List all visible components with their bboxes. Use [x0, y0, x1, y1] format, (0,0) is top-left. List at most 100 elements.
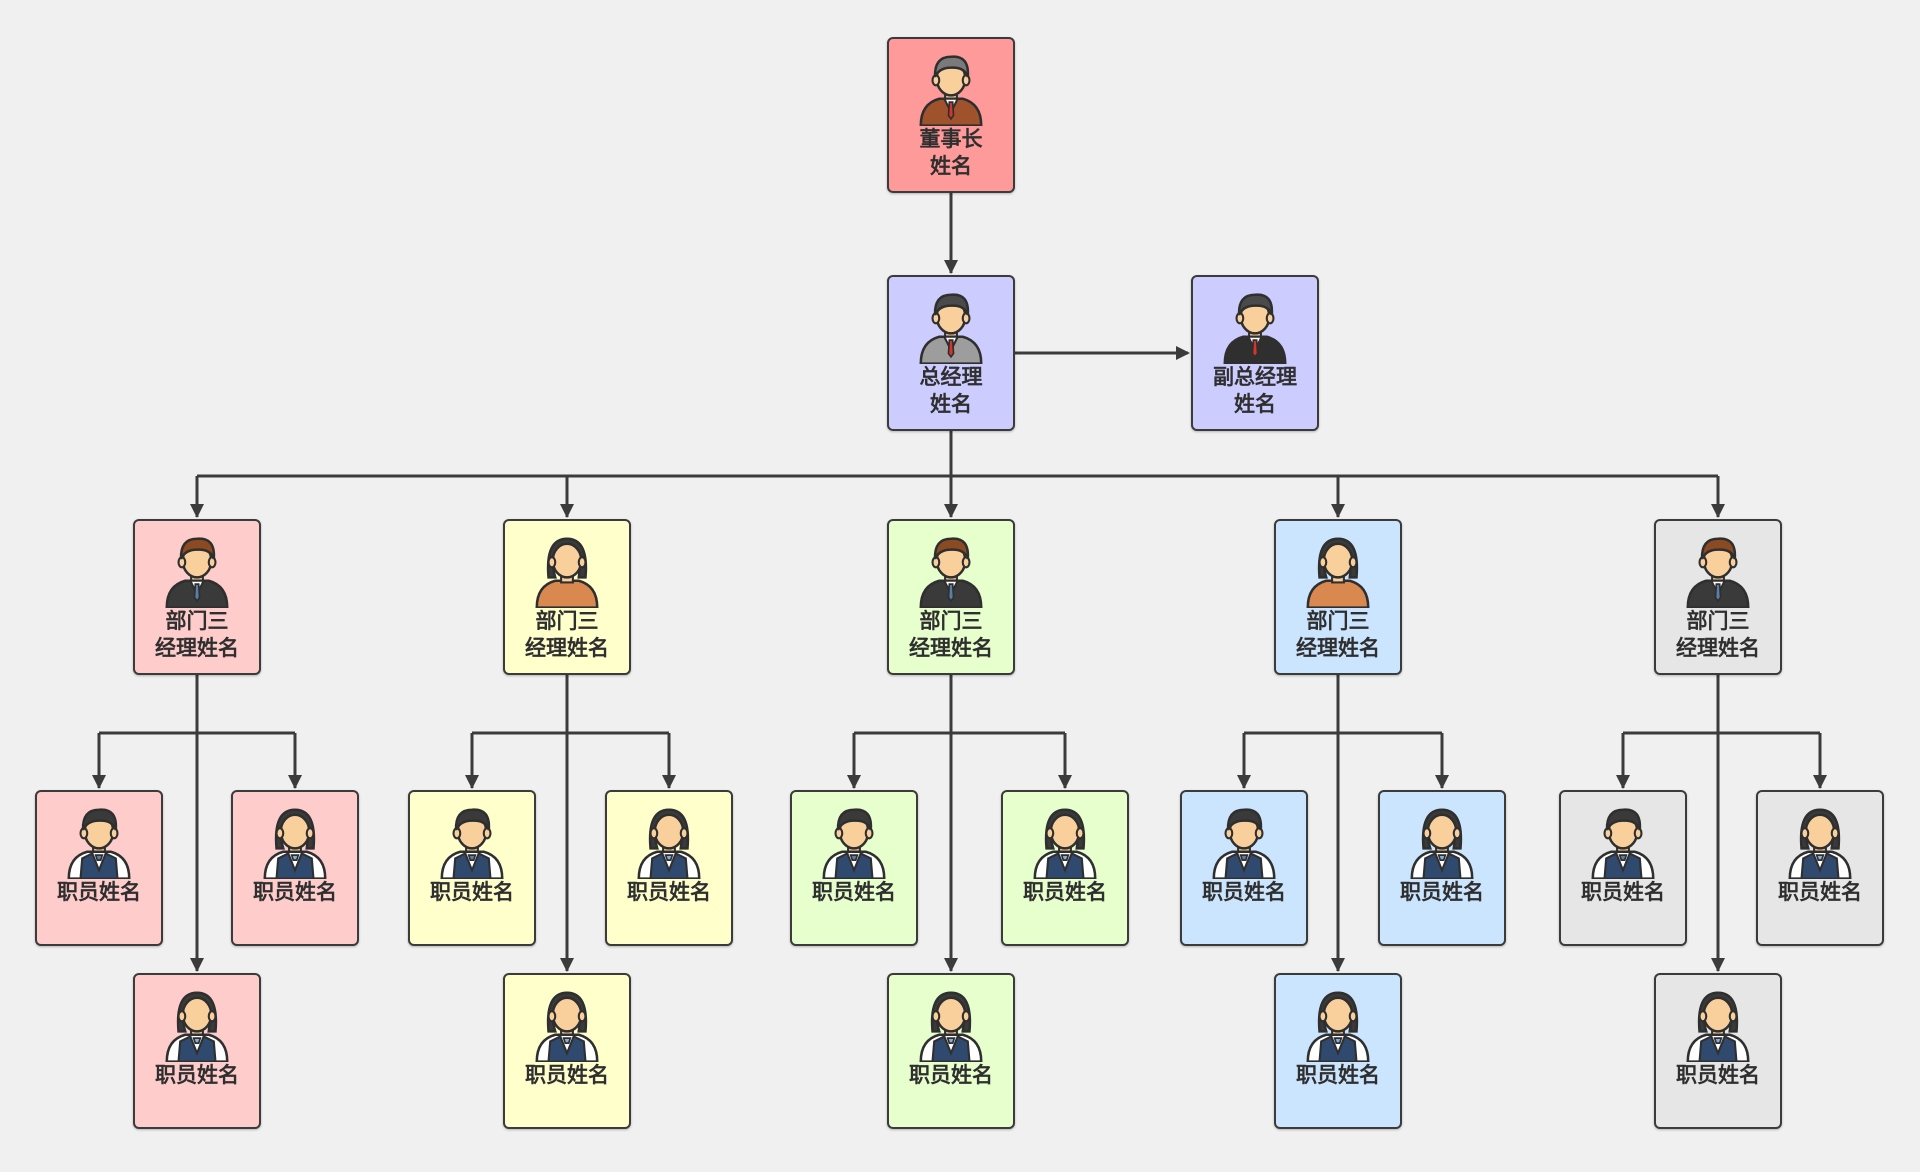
chairman-title: 董事长: [919, 126, 983, 151]
node-general-manager[interactable]: 总经理姓名: [887, 275, 1015, 431]
node-label: 职员姓名: [627, 879, 711, 906]
node-staff-1-right[interactable]: 职员姓名: [231, 790, 359, 946]
manager-name: 经理姓名: [909, 635, 993, 660]
dept-title: 部门三: [919, 608, 983, 633]
arrowhead: [944, 504, 958, 518]
gm-name: 姓名: [930, 391, 972, 416]
node-staff-2-right[interactable]: 职员姓名: [605, 790, 733, 946]
staff-man-icon: [1581, 798, 1665, 879]
staff-woman-icon: [253, 798, 337, 879]
node-staff-1-left[interactable]: 职员姓名: [35, 790, 163, 946]
node-department-1[interactable]: 部门三经理姓名: [133, 519, 261, 675]
staff-name: 职员姓名: [1202, 879, 1286, 904]
arrowhead: [560, 504, 574, 518]
staff-name: 职员姓名: [430, 879, 514, 904]
node-label: 职员姓名: [1400, 879, 1484, 906]
manager-avatar-woman-icon: [1296, 527, 1380, 608]
staff-woman-icon: [1023, 798, 1107, 879]
node-label: 职员姓名: [155, 1062, 239, 1089]
node-label: 职员姓名: [525, 1062, 609, 1089]
staff-woman-icon: [1296, 981, 1380, 1062]
node-label: 职员姓名: [1296, 1062, 1380, 1089]
vgm-title: 副总经理: [1213, 364, 1297, 389]
arrowhead: [1331, 958, 1345, 972]
staff-name: 职员姓名: [627, 879, 711, 904]
node-label: 职员姓名: [430, 879, 514, 906]
gm-title: 总经理: [919, 364, 983, 389]
staff-name: 职员姓名: [253, 879, 337, 904]
arrowhead: [190, 958, 204, 972]
arrowhead: [1237, 775, 1251, 789]
arrowhead: [465, 775, 479, 789]
node-staff-4-bottom[interactable]: 职员姓名: [1274, 973, 1402, 1129]
staff-name: 职员姓名: [1296, 1062, 1380, 1087]
staff-man-icon: [812, 798, 896, 879]
node-label: 部门三经理姓名: [1676, 608, 1760, 662]
node-staff-5-left[interactable]: 职员姓名: [1559, 790, 1687, 946]
node-chairman[interactable]: 董事长姓名: [887, 37, 1015, 193]
chairman-name: 姓名: [930, 153, 972, 178]
gm-avatar-icon: [909, 283, 993, 364]
node-label: 职员姓名: [253, 879, 337, 906]
node-label: 职员姓名: [909, 1062, 993, 1089]
arrowhead: [1616, 775, 1630, 789]
node-staff-5-right[interactable]: 职员姓名: [1756, 790, 1884, 946]
arrowhead: [190, 504, 204, 518]
manager-name: 经理姓名: [155, 635, 239, 660]
chairman-avatar-icon: [909, 45, 993, 126]
node-staff-4-right[interactable]: 职员姓名: [1378, 790, 1506, 946]
node-staff-3-left[interactable]: 职员姓名: [790, 790, 918, 946]
staff-name: 职员姓名: [525, 1062, 609, 1087]
vgm-avatar-icon: [1213, 283, 1297, 364]
node-staff-3-right[interactable]: 职员姓名: [1001, 790, 1129, 946]
dept-title: 部门三: [1306, 608, 1370, 633]
staff-name: 职员姓名: [155, 1062, 239, 1087]
manager-name: 经理姓名: [1296, 635, 1380, 660]
staff-name: 职员姓名: [1400, 879, 1484, 904]
staff-name: 职员姓名: [812, 879, 896, 904]
staff-woman-icon: [909, 981, 993, 1062]
node-department-5[interactable]: 部门三经理姓名: [1654, 519, 1782, 675]
manager-avatar-man-brown-hair-icon: [155, 527, 239, 608]
node-staff-1-bottom[interactable]: 职员姓名: [133, 973, 261, 1129]
arrowhead: [288, 775, 302, 789]
node-label: 职员姓名: [1202, 879, 1286, 906]
arrowhead: [560, 958, 574, 972]
node-label: 副总经理姓名: [1213, 364, 1297, 418]
node-staff-4-left[interactable]: 职员姓名: [1180, 790, 1308, 946]
staff-name: 职员姓名: [1778, 879, 1862, 904]
staff-name: 职员姓名: [57, 879, 141, 904]
node-staff-2-left[interactable]: 职员姓名: [408, 790, 536, 946]
staff-woman-icon: [1676, 981, 1760, 1062]
arrowhead: [847, 775, 861, 789]
staff-woman-icon: [627, 798, 711, 879]
arrowhead: [1711, 958, 1725, 972]
node-staff-5-bottom[interactable]: 职员姓名: [1654, 973, 1782, 1129]
node-vice-general-manager[interactable]: 副总经理姓名: [1191, 275, 1319, 431]
node-department-3[interactable]: 部门三经理姓名: [887, 519, 1015, 675]
staff-man-icon: [1202, 798, 1286, 879]
node-label: 部门三经理姓名: [1296, 608, 1380, 662]
node-staff-2-bottom[interactable]: 职员姓名: [503, 973, 631, 1129]
staff-name: 职员姓名: [1676, 1062, 1760, 1087]
staff-man-icon: [57, 798, 141, 879]
node-department-2[interactable]: 部门三经理姓名: [503, 519, 631, 675]
node-label: 职员姓名: [1581, 879, 1665, 906]
node-label: 职员姓名: [1676, 1062, 1760, 1089]
staff-woman-icon: [1778, 798, 1862, 879]
arrowhead: [1331, 504, 1345, 518]
staff-woman-icon: [525, 981, 609, 1062]
staff-man-icon: [430, 798, 514, 879]
node-label: 职员姓名: [1023, 879, 1107, 906]
node-label: 职员姓名: [1778, 879, 1862, 906]
node-label: 部门三经理姓名: [909, 608, 993, 662]
node-department-4[interactable]: 部门三经理姓名: [1274, 519, 1402, 675]
manager-avatar-man-brown-hair-icon: [1676, 527, 1760, 608]
arrowhead: [1711, 504, 1725, 518]
arrowhead: [1058, 775, 1072, 789]
arrowhead: [1176, 346, 1190, 360]
vgm-name: 姓名: [1234, 391, 1276, 416]
manager-name: 经理姓名: [525, 635, 609, 660]
arrowhead: [92, 775, 106, 789]
node-staff-3-bottom[interactable]: 职员姓名: [887, 973, 1015, 1129]
